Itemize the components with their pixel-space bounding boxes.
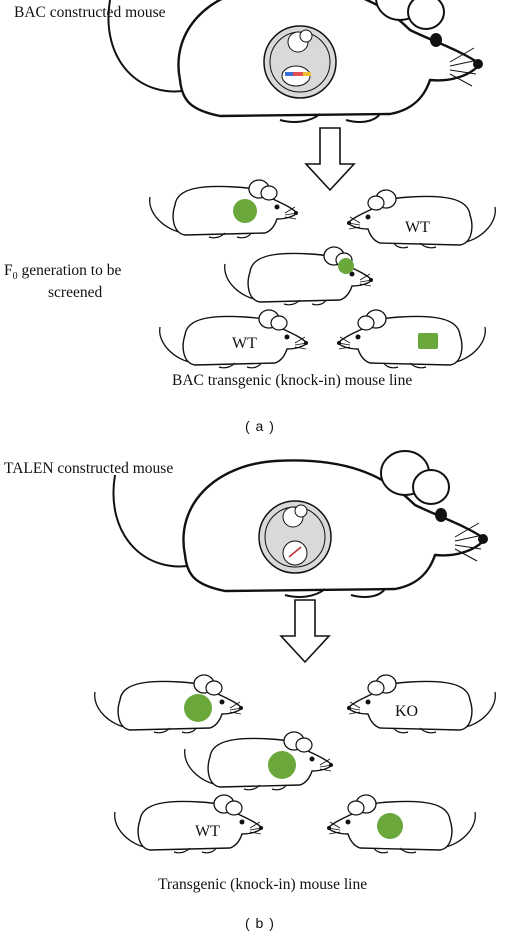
panel-b-label: ( b )	[245, 915, 275, 931]
f0-screen-note: F0 generation to be	[4, 262, 121, 282]
f0-mouse-b-3	[327, 795, 475, 853]
f0-mouse-1	[148, 179, 299, 239]
f0-note-rest: generation to be	[17, 262, 122, 279]
f0-note-sub: 0	[12, 271, 18, 283]
f0-mouse-b-1	[93, 674, 244, 734]
arrow-b	[280, 599, 330, 663]
green-marker	[418, 333, 438, 349]
wt-label-1: WT	[405, 219, 430, 236]
green-marker	[184, 694, 212, 722]
f0-mouse-b-2	[183, 731, 334, 791]
panel-a-title: BAC constructed mouse	[14, 4, 166, 21]
f0-mouse-3	[337, 310, 485, 368]
cell-icon	[263, 25, 337, 99]
cell-icon	[258, 500, 332, 574]
panel-a-caption: BAC transgenic (knock-in) mouse line	[172, 372, 413, 389]
green-marker	[338, 258, 354, 274]
arrow-a	[305, 127, 355, 191]
wt-label-2: WT	[232, 335, 257, 352]
panel-a-label: ( a )	[245, 418, 275, 434]
green-marker	[377, 813, 403, 839]
f0-screen-note-line2: screened	[48, 284, 103, 301]
bac-construct-icon	[285, 72, 311, 76]
talen-construct-icon	[282, 540, 308, 566]
wt-label-b: WT	[195, 823, 220, 840]
bac-constructed-mouse	[107, 0, 485, 124]
f0-note-prefix: F	[4, 262, 13, 279]
f0-mouse-b-wt	[113, 794, 264, 854]
green-marker	[268, 751, 296, 779]
green-marker	[233, 199, 257, 223]
panel-b-caption: Transgenic (knock-in) mouse line	[158, 876, 368, 893]
talen-constructed-mouse	[112, 449, 490, 599]
ko-label: KO	[395, 703, 418, 720]
f0-mouse-2	[223, 246, 374, 306]
panel-b-title: TALEN constructed mouse	[4, 460, 174, 477]
f0-mouse-ko	[347, 675, 495, 733]
